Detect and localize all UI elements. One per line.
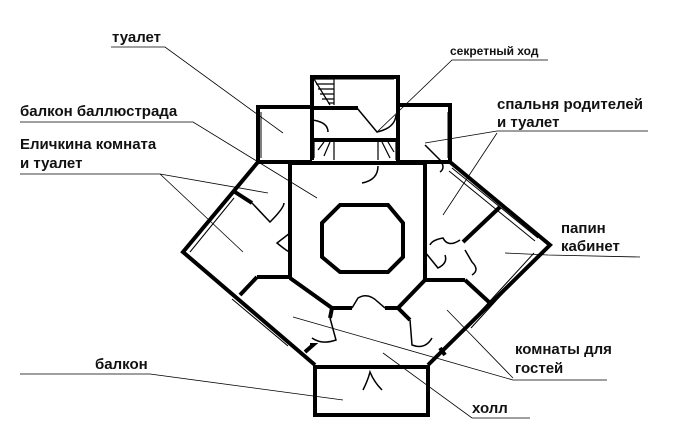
label-guest-rooms-line1: комнаты для <box>515 341 612 358</box>
label-balcony-balustrade: балкон баллюстрада <box>20 103 178 120</box>
label-elichka-room-line2: и туалет <box>20 155 83 172</box>
windows <box>186 76 539 347</box>
label-dad-office-line2: кабинет <box>561 238 620 255</box>
label-toilet: туалет <box>112 29 162 46</box>
label-guest-rooms-line2: гостей <box>515 360 564 377</box>
label-elichka-room-line1: Еличкина комната <box>20 136 157 153</box>
label-secret-passage: секретный ход <box>450 44 539 58</box>
label-dad-office-line1: папин <box>561 220 606 237</box>
walls <box>180 75 553 417</box>
label-hall: холл <box>472 400 508 417</box>
doors <box>251 107 477 391</box>
label-balcony: балкон <box>95 356 148 373</box>
leader-lines <box>20 46 648 419</box>
label-parents-bedroom-line2: и туалет <box>497 114 560 131</box>
stairs <box>313 78 397 160</box>
label-parents-bedroom-line1: спальня родителей <box>497 96 643 113</box>
